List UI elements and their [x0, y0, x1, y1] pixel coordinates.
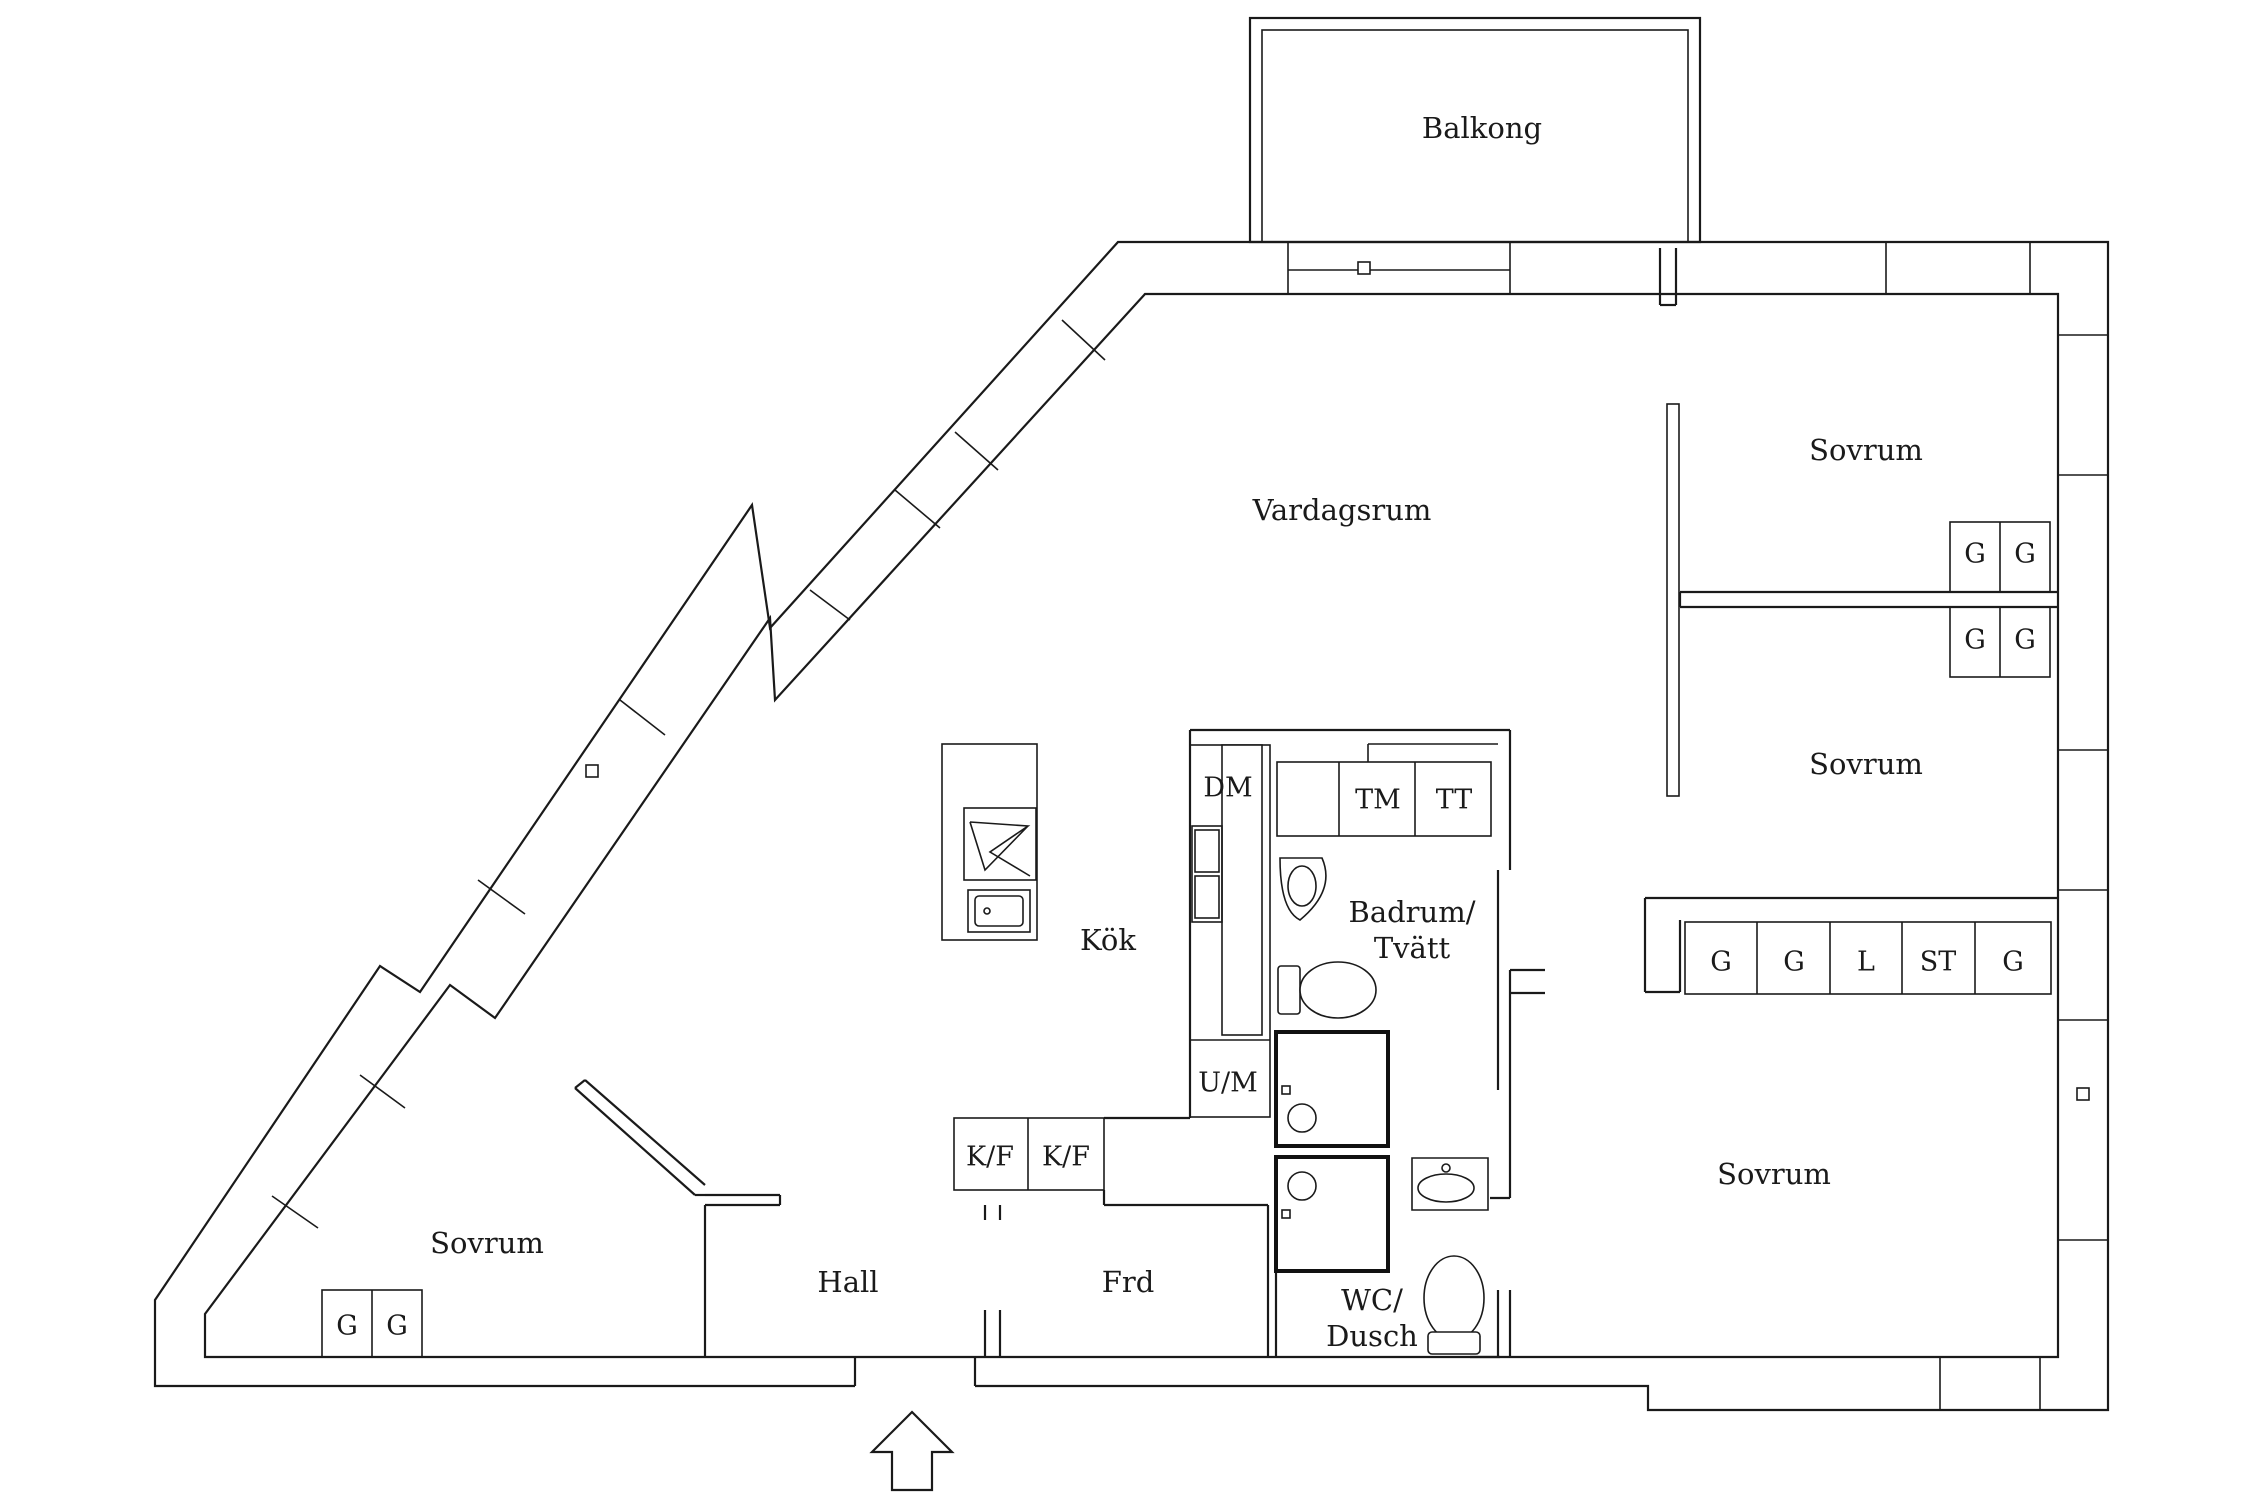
- interior-walls: [574, 248, 2058, 1359]
- room-label-bathroom-line1: Badrum/: [1348, 894, 1476, 929]
- stove-icon: [963, 807, 1037, 881]
- wardrobe-tag: G: [2014, 538, 2036, 570]
- dishwasher-tag: DM: [1203, 772, 1253, 804]
- toilet-icon: [1423, 1255, 1485, 1355]
- wardrobe-tag: G: [336, 1310, 358, 1342]
- fridge-freezer-cabinets: [953, 1117, 1105, 1191]
- fridge-freezer-tag: K/F: [1041, 1141, 1091, 1173]
- washbasin-icon: [1279, 857, 1327, 921]
- fridge-freezer-tag: K/F: [965, 1141, 1015, 1173]
- shower-icon: [1274, 1155, 1390, 1273]
- dryer-tag: TT: [1435, 784, 1473, 816]
- kitchen-counter: [1189, 744, 1271, 1118]
- room-label-wc-line2: Dusch: [1326, 1319, 1418, 1353]
- room-label-bedroom-sw: Sovrum: [430, 1225, 544, 1260]
- room-label-wc-line1: WC/: [1341, 1282, 1403, 1317]
- room-label-bedroom-e: Sovrum: [1809, 746, 1923, 781]
- wardrobe-tag: G: [1710, 946, 1732, 978]
- wardrobe-tag: G: [2014, 624, 2036, 656]
- room-label-balcony: Balkong: [1421, 110, 1543, 145]
- room-label-bathroom: Badrum/ Tvätt: [1349, 894, 1476, 967]
- oven-micro-tag: U/M: [1198, 1067, 1258, 1099]
- washbasin-icon: [1411, 1157, 1489, 1211]
- room-label-bedroom-ne: Sovrum: [1809, 432, 1923, 467]
- shower-icon: [1274, 1030, 1390, 1148]
- washer-tag: TM: [1355, 784, 1401, 816]
- wardrobe-tag: G: [386, 1310, 408, 1342]
- wardrobe-tag: G: [1783, 946, 1805, 978]
- toilet-icon: [1277, 961, 1377, 1019]
- room-label-storage: Frd: [1101, 1264, 1155, 1299]
- wardrobe-tag: G: [2002, 946, 2024, 978]
- wardrobes: [321, 521, 2052, 1358]
- room-label-wc: WC/ Dusch: [1326, 1282, 1418, 1355]
- outer-walls: [153, 240, 2110, 1412]
- bathroom-fixtures: [1274, 743, 1498, 1355]
- room-label-kitchen: Kök: [1080, 922, 1136, 957]
- cleaning-closet-tag: ST: [1919, 946, 1957, 978]
- linen-closet-tag: L: [1857, 946, 1875, 978]
- entrance: [853, 1357, 977, 1492]
- sink-icon: [967, 889, 1031, 933]
- room-label-bedroom-se: Sovrum: [1717, 1156, 1831, 1191]
- windows: [271, 242, 2108, 1410]
- wardrobe-tag: G: [1964, 624, 1986, 656]
- room-label-living: Vardagsrum: [1252, 492, 1432, 527]
- room-label-hall: Hall: [817, 1264, 879, 1299]
- room-label-bathroom-line2: Tvätt: [1373, 931, 1451, 965]
- entrance-arrow-icon: [869, 1410, 955, 1492]
- wardrobe-tag: G: [1964, 538, 1986, 570]
- kitchen-island: [941, 743, 1038, 941]
